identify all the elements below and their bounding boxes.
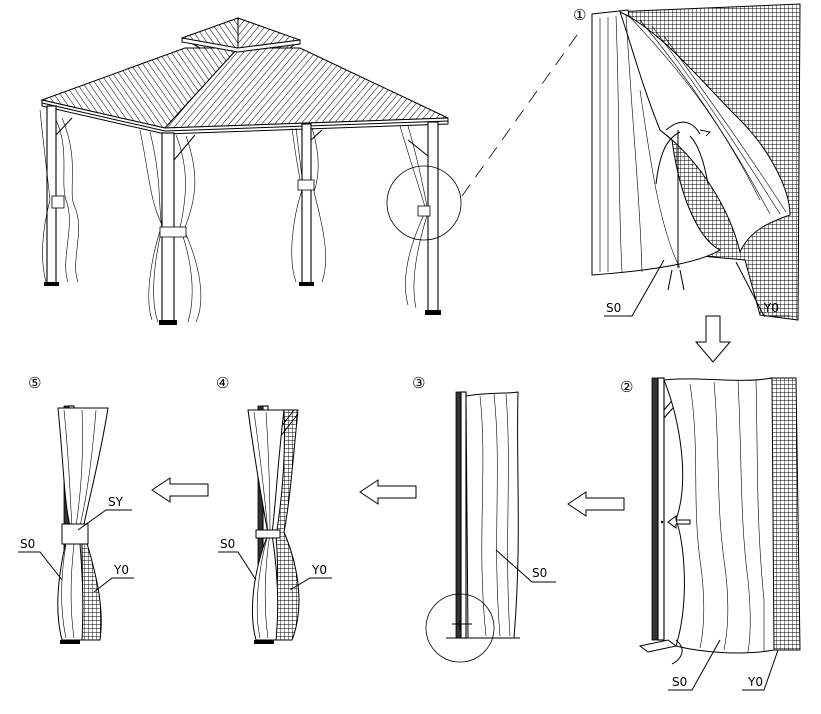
step-3-illustration: ③ S0 — [412, 374, 556, 662]
step-5-mesh-net — [80, 540, 101, 640]
step-5-label-curtain: S0 — [20, 537, 35, 551]
arrow-step-1-to-2 — [696, 316, 730, 362]
step-1-label-curtain: S0 — [606, 301, 621, 315]
step-1-number: ① — [573, 6, 586, 24]
step-4-number: ④ — [216, 374, 229, 392]
gazebo-post-back-center — [302, 124, 311, 284]
step-5-number: ⑤ — [28, 374, 41, 392]
step-5-label-strap: SY — [108, 495, 124, 509]
gazebo-post-front-left — [47, 106, 56, 284]
step-3-number: ③ — [412, 374, 425, 392]
step-2-label-curtain: S0 — [672, 675, 687, 689]
step-5-illustration: ⑤ SY S0 Y0 — [18, 374, 134, 644]
gazebo-overview — [40, 18, 582, 325]
arrow-step-2-to-3 — [568, 492, 624, 516]
step-2-number: ② — [620, 378, 633, 396]
step-1-label-net: Y0 — [763, 301, 779, 315]
step-5-label-net: Y0 — [113, 563, 129, 577]
step-2-label-net: Y0 — [747, 675, 763, 689]
arrow-step-3-to-4 — [360, 480, 416, 504]
step-4-illustration: ④ S0 Y0 — [216, 374, 332, 644]
step-3-label-curtain: S0 — [532, 566, 547, 580]
step-2-curtain — [664, 378, 774, 653]
step-2-mesh-net — [770, 378, 800, 650]
step-4-label-curtain: S0 — [220, 537, 235, 551]
step-4-tie-strap — [256, 530, 280, 538]
step-5-strap — [62, 524, 88, 544]
detail-callout-leader — [462, 28, 582, 196]
gazebo-curtains — [40, 110, 428, 322]
step-2-illustration: ② S0 Y0 — [620, 378, 800, 690]
step-4-label-net: Y0 — [311, 563, 327, 577]
arrow-step-4-to-5 — [152, 478, 208, 502]
gazebo-post-front-right — [428, 122, 438, 312]
step-3-curtain — [466, 392, 518, 638]
step-1-illustration: ① S0 Y0 — [573, 4, 800, 320]
